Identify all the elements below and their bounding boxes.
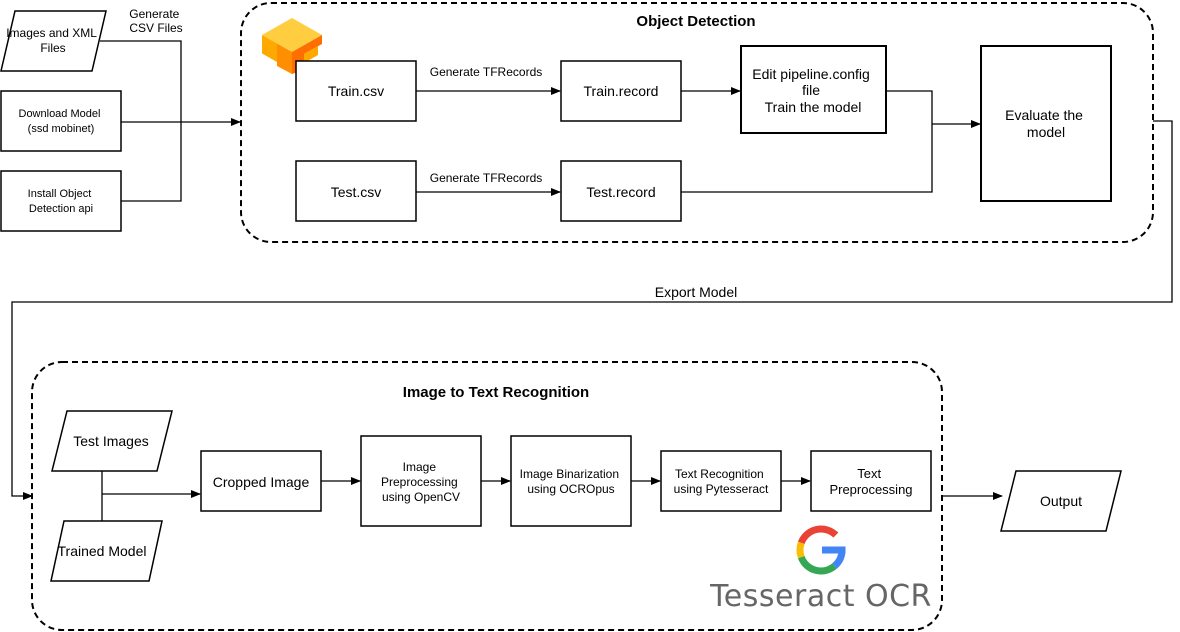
google-g-logo-icon bbox=[796, 525, 846, 575]
output-label: Output bbox=[1040, 493, 1082, 509]
preprocessing-label: Image Preprocessing using OpenCV bbox=[381, 460, 461, 504]
install-api-label: Install Object Detection api bbox=[28, 188, 95, 215]
preprocessing-node bbox=[360, 435, 482, 527]
trained-model-label: Trained Model bbox=[58, 543, 147, 559]
text-preprocessing-label: Text Preprocessing bbox=[829, 466, 912, 497]
test-record-connector bbox=[681, 124, 933, 193]
train-record-node bbox=[560, 60, 682, 122]
images-xml-label: Images and XML Files bbox=[6, 26, 100, 55]
images-xml-connector bbox=[100, 40, 182, 122]
generate-csv-edge-label: Generate CSV Files bbox=[129, 7, 182, 35]
binarization-node bbox=[510, 435, 632, 527]
test-record-label: Test.record bbox=[586, 184, 655, 200]
train-csv-node bbox=[295, 60, 417, 122]
evaluate-node bbox=[980, 45, 1112, 202]
test-record-node bbox=[560, 160, 682, 222]
install-api-node bbox=[0, 170, 122, 232]
tensorflow-logo-icon bbox=[262, 18, 322, 74]
object-detection-group bbox=[240, 2, 1154, 243]
install-api-connector bbox=[121, 122, 182, 202]
binarization-label: Image Binarization using OCROpus bbox=[520, 467, 623, 496]
download-model-node bbox=[0, 90, 122, 152]
test-images-node bbox=[51, 410, 173, 472]
edit-pipeline-node bbox=[740, 45, 887, 134]
text-recognition-node bbox=[660, 450, 782, 512]
export-model-edge bbox=[11, 120, 1173, 500]
tesseract-ocr-logo-text: Tesseract OCR bbox=[709, 579, 932, 614]
export-model-label: Export Model bbox=[655, 284, 737, 300]
download-model-label: Download Model (ssd mobinet) bbox=[19, 108, 104, 135]
output-node bbox=[1000, 470, 1122, 532]
images-xml-node bbox=[0, 10, 107, 72]
generate-tfrecords-test-label: Generate TFRecords bbox=[430, 171, 543, 185]
object-detection-title: Object Detection bbox=[636, 13, 755, 30]
text-preprocessing-node bbox=[810, 450, 932, 512]
text-recognition-title: Image to Text Recognition bbox=[403, 384, 589, 401]
test-csv-node bbox=[295, 160, 417, 222]
generate-tfrecords-train-label: Generate TFRecords bbox=[430, 65, 543, 79]
pipeline-connector bbox=[886, 90, 933, 124]
edit-pipeline-label: Edit pipeline.config file Train the mode… bbox=[752, 66, 873, 115]
text-recognition-step-label: Text Recognition using Pytesseract bbox=[674, 467, 769, 496]
train-csv-label: Train.csv bbox=[328, 83, 384, 99]
test-images-label: Test Images bbox=[73, 433, 148, 449]
trained-model-node bbox=[50, 520, 163, 582]
train-record-label: Train.record bbox=[584, 83, 659, 99]
evaluate-label: Evaluate the model bbox=[1005, 107, 1087, 140]
test-csv-label: Test.csv bbox=[331, 184, 382, 200]
cropped-image-label: Cropped Image bbox=[213, 474, 310, 490]
